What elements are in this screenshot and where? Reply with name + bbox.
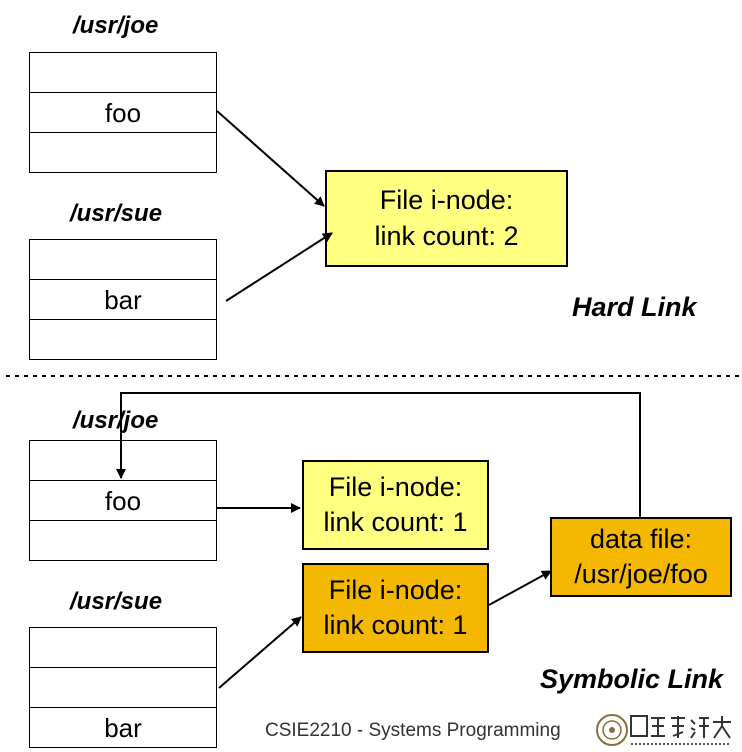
- sym-dir2-entry: bar: [104, 712, 142, 743]
- sym-inode1-line2: link count: 1: [323, 507, 468, 537]
- table-row: bar: [30, 707, 216, 748]
- data-file-back-arrow: [116, 392, 641, 517]
- hard-bar-arrow: [225, 232, 333, 302]
- hard-dir1-label: /usr/joe: [73, 12, 159, 39]
- sym-inode-to-data-arrow: [488, 570, 552, 606]
- hard-foo-arrow: [216, 110, 325, 207]
- course-footer: CSIE2210 - Systems Programming: [265, 720, 561, 741]
- table-row: [30, 132, 216, 173]
- sym-inode2-line2: link count: 1: [323, 610, 468, 640]
- data-file-box: data file: /usr/joe/foo: [550, 517, 732, 597]
- sym-dir2-table: bar: [29, 627, 217, 748]
- sym-inode1-line1: File i-node:: [328, 471, 463, 502]
- table-row: [30, 520, 216, 561]
- table-row: [30, 667, 216, 708]
- hard-dir2-table: bar: [29, 239, 217, 360]
- hard-dir2-label: /usr/sue: [70, 200, 163, 227]
- hard-link-title: Hard Link: [572, 292, 697, 322]
- sym-inode2-line1: File i-node:: [328, 574, 463, 605]
- hard-inode-line1: File i-node:: [379, 185, 514, 216]
- sym-inode2-box: File i-node: link count: 1: [302, 563, 489, 653]
- hard-dir1-table: foo: [29, 52, 217, 173]
- hard-inode-box: File i-node: link count: 2: [325, 170, 568, 267]
- table-row: foo: [30, 92, 216, 133]
- sym-dir1-table: foo: [29, 440, 217, 561]
- hard-dir2-entry: bar: [104, 284, 142, 315]
- sym-dir1-label: /usr/joe: [73, 407, 159, 434]
- sym-dir1-entry: foo: [104, 485, 142, 516]
- hard-inode-line2: link count: 2: [374, 220, 519, 251]
- table-row: [30, 319, 216, 360]
- table-row: foo: [30, 480, 216, 521]
- sym-inode1-box: File i-node: link count: 1: [302, 460, 489, 550]
- symbolic-link-title: Symbolic Link: [540, 664, 724, 694]
- sym-dir2-label: /usr/sue: [70, 588, 163, 615]
- data-file-line1: data file:: [589, 523, 693, 554]
- data-file-line2: /usr/joe/foo: [574, 559, 708, 589]
- university-seal-icon: [596, 714, 731, 746]
- sym-bar-arrow: [218, 616, 302, 689]
- university-logo: [595, 712, 735, 748]
- table-row: bar: [30, 279, 216, 320]
- hard-dir1-entry: foo: [104, 97, 142, 128]
